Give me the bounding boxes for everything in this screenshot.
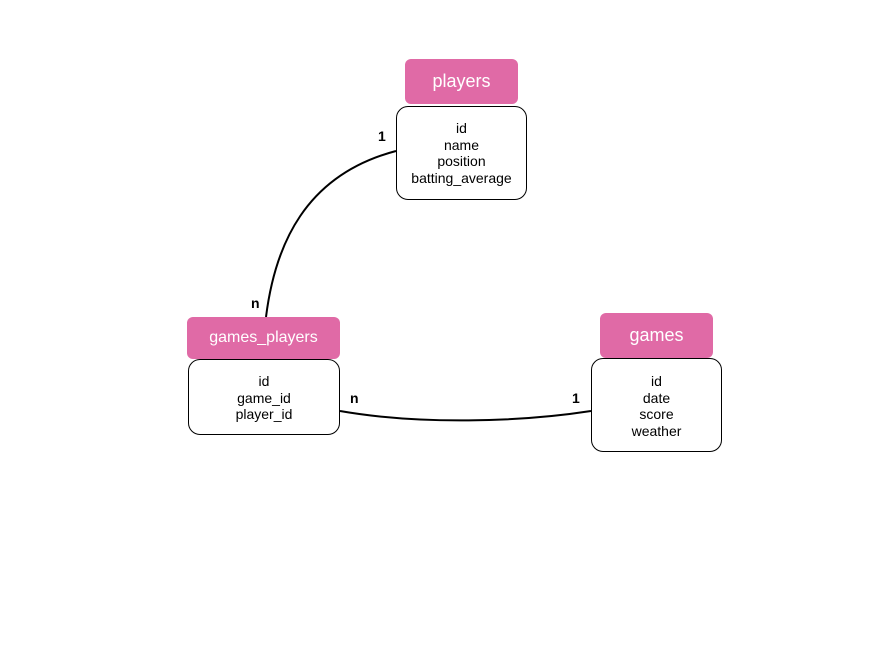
players-field-id: id <box>456 120 467 136</box>
games-table-title: games <box>629 325 684 345</box>
players-field-batting-average: batting_average <box>411 169 512 186</box>
games-players-field-player-id: player_id <box>235 406 293 422</box>
games-players-field-game-id: game_id <box>237 389 291 406</box>
games-field-score: score <box>639 406 674 422</box>
games-field-date: date <box>642 389 671 406</box>
games-players-field-id: id <box>258 373 270 389</box>
games-players-table-header[interactable]: games_players <box>187 317 340 359</box>
players-field-name: name <box>443 136 480 153</box>
cardinality-games-players-many-top: n <box>251 295 260 311</box>
cardinality-games-one: 1 <box>572 390 580 406</box>
cardinality-players-one: 1 <box>378 128 386 144</box>
players-table-fields[interactable]: id name position batting_average <box>396 106 527 200</box>
players-table-header[interactable]: players <box>405 59 518 104</box>
games-players-table-title: games_players <box>209 329 318 346</box>
games-players-to-games-line <box>339 410 592 422</box>
games-players-table-fields[interactable]: id game_id player_id <box>188 359 340 435</box>
players-table-title: players <box>432 71 491 91</box>
games-field-weather: weather <box>631 422 682 439</box>
games-table-fields[interactable]: id date score weather <box>591 358 722 452</box>
games-table-header[interactable]: games <box>600 313 713 358</box>
players-field-position: position <box>437 153 486 169</box>
cardinality-games-players-many-right: n <box>350 390 359 406</box>
games-field-id: id <box>651 373 662 389</box>
players-to-games-players-line <box>265 150 397 318</box>
